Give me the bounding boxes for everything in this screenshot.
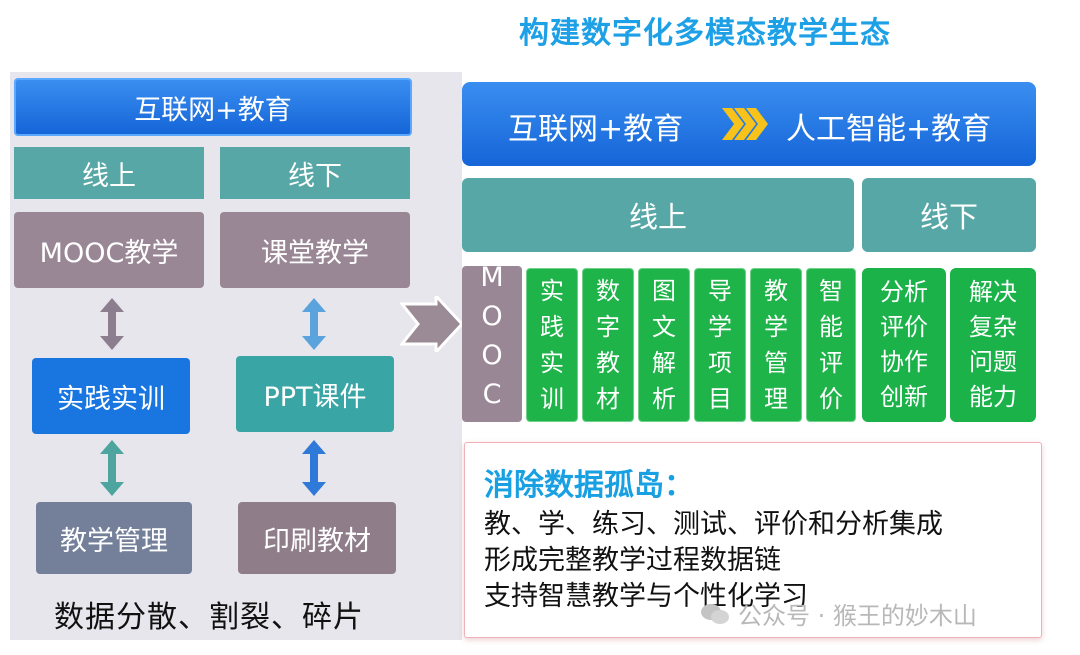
summary-heading: 消除数据孤岛： — [484, 468, 694, 503]
left-teaching-mgmt-box: 教学管理 — [36, 502, 192, 574]
offline-line: 问题 — [969, 348, 1017, 376]
summary-line: 形成完整教学过程数据链 — [484, 545, 781, 576]
column-char: 实 — [540, 349, 564, 377]
column-char: 教 — [764, 277, 788, 305]
right-arrow-icon — [400, 296, 464, 352]
column-guided-projects: 导 学 项 目 — [694, 268, 746, 422]
offline-analysis-box: 分析 评价 协作 创新 — [862, 268, 946, 422]
left-online-label: 线上 — [14, 147, 204, 199]
offline-line: 评价 — [880, 313, 928, 341]
column-practice: 实 践 实 训 — [526, 268, 578, 422]
column-smart-evaluation: 智 能 评 价 — [806, 268, 856, 422]
column-char: 学 — [708, 313, 732, 341]
offline-line: 创新 — [880, 383, 928, 411]
column-char: 教 — [596, 349, 620, 377]
left-offline-label: 线下 — [220, 147, 410, 199]
column-digital-materials: 数 字 教 材 — [582, 268, 634, 422]
summary-box — [464, 442, 1042, 638]
double-arrow-icon — [100, 440, 124, 496]
column-char: 评 — [819, 349, 843, 377]
right-internet-education-label: 互联网+教育 — [508, 112, 684, 147]
mooc-letter: O — [481, 301, 503, 332]
column-char: 实 — [540, 277, 564, 305]
left-caption: 数据分散、割裂、碎片 — [54, 600, 364, 635]
watermark-text: 公众号 · 猴王的妙木山 — [738, 602, 977, 630]
double-arrow-icon — [302, 440, 326, 496]
left-internet-education-bar: 互联网+教育 — [14, 78, 412, 136]
column-char: 智 — [819, 277, 843, 305]
double-arrow-icon — [100, 298, 124, 350]
column-char: 训 — [540, 385, 564, 413]
watermark: 公众号 · 猴王的妙木山 — [700, 596, 977, 631]
column-char: 解 — [652, 349, 676, 377]
column-char: 价 — [819, 385, 843, 413]
column-char: 材 — [596, 385, 620, 413]
right-online-label: 线上 — [462, 178, 854, 252]
column-char: 图 — [652, 277, 676, 305]
left-classroom-box: 课堂教学 — [220, 212, 410, 288]
column-char: 学 — [764, 313, 788, 341]
left-practice-box: 实践实训 — [32, 358, 190, 434]
mooc-letter: M — [480, 266, 504, 293]
offline-line: 复杂 — [969, 313, 1017, 341]
right-ai-education-label: 人工智能+教育 — [786, 112, 992, 147]
wechat-icon — [701, 603, 729, 624]
left-mooc-box: MOOC教学 — [14, 212, 204, 288]
mooc-letter: O — [481, 340, 503, 371]
column-char: 导 — [708, 277, 732, 305]
column-teaching-management: 教 学 管 理 — [750, 268, 802, 422]
column-char: 文 — [652, 313, 676, 341]
left-ppt-box: PPT课件 — [236, 356, 394, 432]
column-char: 项 — [708, 349, 732, 377]
column-char: 管 — [764, 349, 788, 377]
column-char: 字 — [596, 313, 620, 341]
column-char: 析 — [652, 385, 676, 413]
column-char: 理 — [764, 385, 788, 413]
column-illustrated-analysis: 图 文 解 析 — [638, 268, 690, 422]
offline-line: 能力 — [969, 383, 1017, 411]
summary-line: 教、学、练习、测试、评价和分析集成 — [484, 509, 943, 540]
column-char: 数 — [596, 277, 620, 305]
column-char: 践 — [540, 313, 564, 341]
right-mooc-column: M O O C — [462, 266, 522, 422]
mooc-letter: C — [482, 379, 502, 410]
double-arrow-icon — [302, 298, 326, 350]
offline-line: 分析 — [880, 278, 928, 306]
offline-line: 协作 — [880, 348, 928, 376]
chevron-right-icon — [722, 108, 768, 140]
offline-line: 解决 — [969, 278, 1017, 306]
offline-problem-solving-box: 解决 复杂 问题 能力 — [950, 268, 1036, 422]
column-char: 能 — [819, 313, 843, 341]
right-offline-label: 线下 — [862, 178, 1036, 252]
summary-line: 支持智慧教学与个性化学习 — [484, 581, 808, 612]
page-title: 构建数字化多模态教学生态 — [519, 16, 891, 51]
left-printed-material-box: 印刷教材 — [238, 502, 396, 574]
column-char: 目 — [708, 385, 732, 413]
